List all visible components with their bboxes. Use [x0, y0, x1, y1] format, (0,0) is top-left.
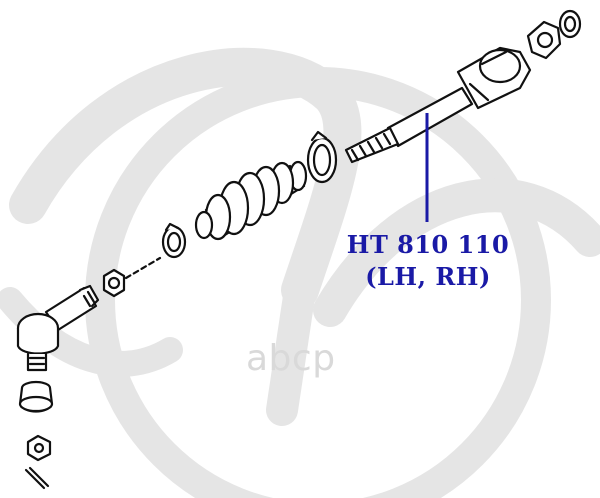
jam-nut	[102, 268, 126, 298]
boot-clamp-large	[306, 130, 338, 184]
logo-swoosh-top	[9, 47, 362, 309]
cotter-pin	[24, 466, 50, 490]
abcp-watermark: abcp	[246, 338, 336, 379]
inner-lock-washer	[526, 20, 562, 60]
boot-clamp-small	[161, 222, 187, 259]
logo-stem	[266, 274, 316, 426]
part-number-label: HT 810 110	[346, 230, 510, 259]
castle-nut	[26, 434, 52, 462]
ball-stud-dust-boot	[18, 380, 54, 413]
steering-rack-boot	[194, 160, 308, 241]
inner-tie-rod	[344, 86, 474, 164]
inner-ball-joint	[456, 46, 532, 110]
inner-end-ring	[558, 9, 582, 39]
outer-tie-rod-end	[16, 284, 100, 372]
assembly-axis-line	[124, 256, 162, 280]
logo-swoosh-right	[313, 178, 600, 327]
part-side-label: (LH, RH)	[365, 262, 491, 291]
